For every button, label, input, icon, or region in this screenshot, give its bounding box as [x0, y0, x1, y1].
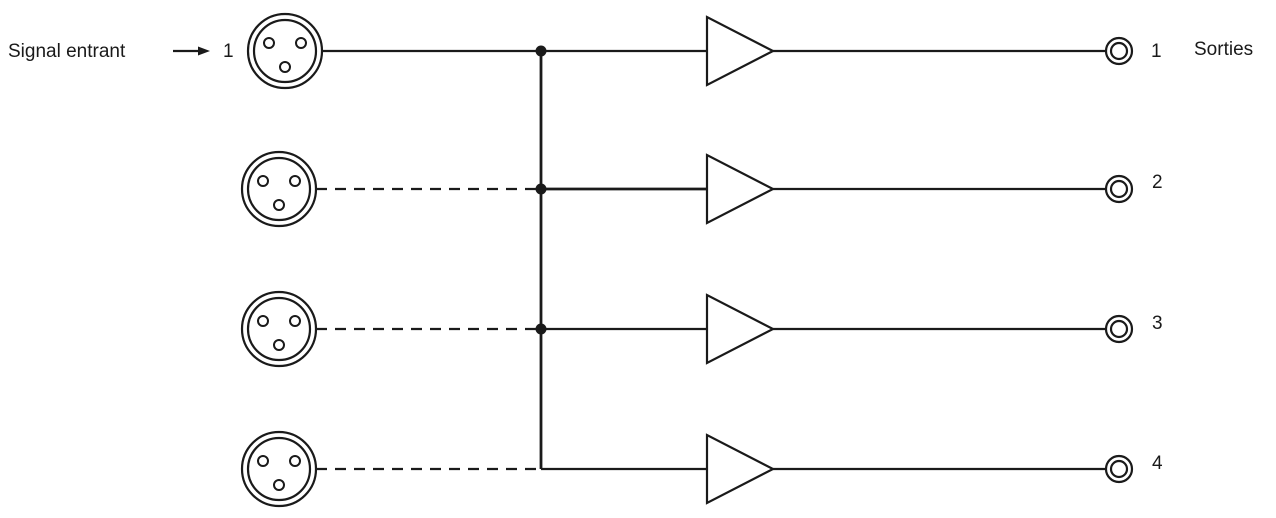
- output-jack-4: [1104, 454, 1134, 484]
- xlr-connector-4: [240, 430, 318, 508]
- input-arrow: [173, 46, 210, 56]
- channel-row-1: 1: [246, 12, 1162, 90]
- outputs-title: Sorties: [1194, 39, 1253, 60]
- output-number-1: 1: [1151, 41, 1162, 62]
- input-label: Signal entrant: [8, 41, 126, 62]
- output-jack-1: [1104, 36, 1134, 66]
- output-jack-3: [1104, 314, 1134, 344]
- channel-row-3: 3: [240, 290, 1163, 368]
- input-number: 1: [223, 41, 234, 62]
- output-number-3: 3: [1152, 313, 1163, 334]
- channel-row-4: 4: [240, 430, 1163, 508]
- xlr-connector-1: [246, 12, 324, 90]
- output-number-4: 4: [1152, 453, 1163, 474]
- amplifier-1: [705, 15, 776, 87]
- output-jack-2: [1104, 174, 1134, 204]
- amplifier-4: [705, 433, 776, 505]
- output-number-2: 2: [1152, 172, 1163, 193]
- amplifier-2: [705, 153, 776, 225]
- amplifier-3: [705, 293, 776, 365]
- channel-row-2: 2: [240, 150, 1163, 228]
- xlr-connector-3: [240, 290, 318, 368]
- xlr-connector-2: [240, 150, 318, 228]
